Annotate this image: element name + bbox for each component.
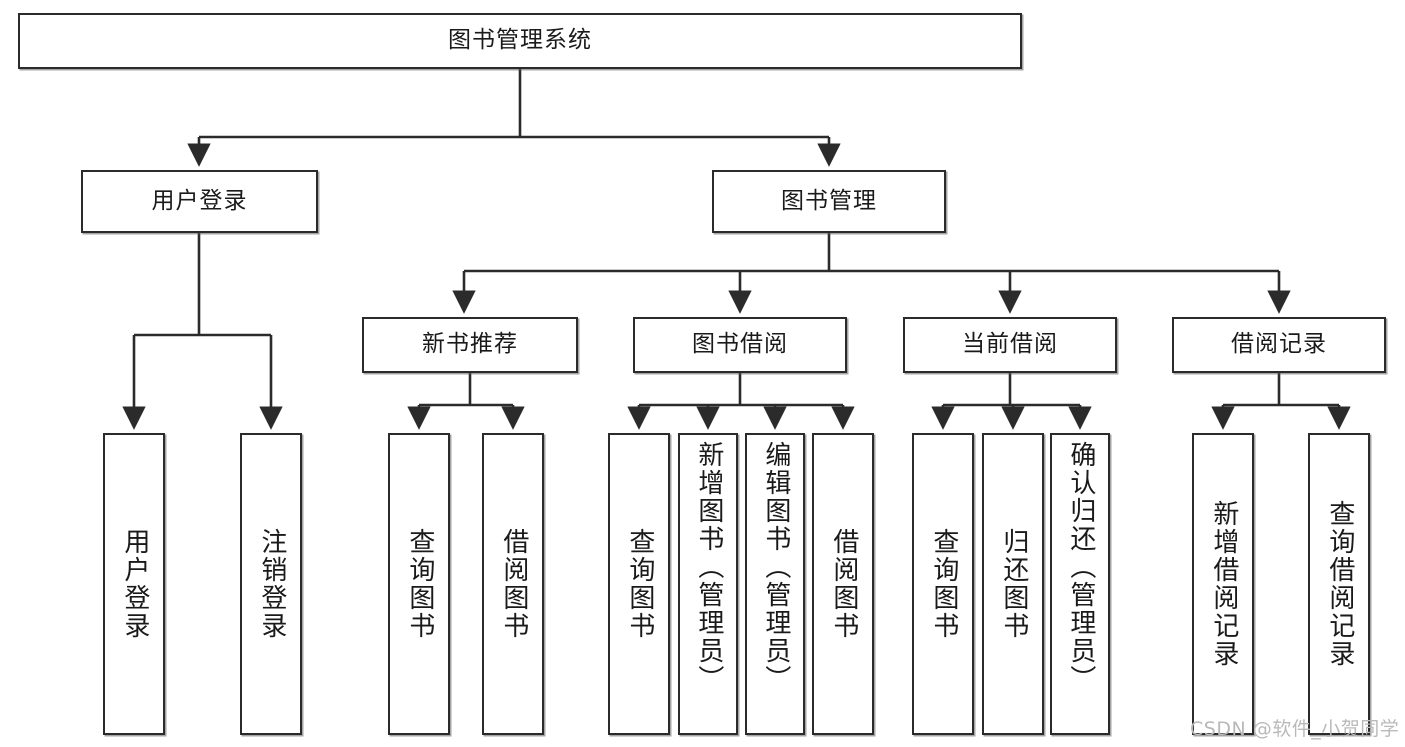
node-leaf-query-book-3-label: 查询图书 (928, 528, 959, 640)
node-current-borrow[interactable]: 当前借阅 (903, 317, 1117, 373)
node-leaf-borrow-book-2-label: 借阅图书 (828, 528, 859, 640)
node-leaf-return-book-label: 归还图书 (998, 528, 1029, 640)
node-leaf-confirm-return[interactable]: 确认归还（管理员） (1050, 433, 1110, 735)
csdn-watermark: CSDN @软件_小贺同学 (1190, 718, 1400, 740)
node-book-manage[interactable]: 图书管理 (712, 170, 946, 233)
node-book-borrow[interactable]: 图书借阅 (633, 317, 847, 373)
node-borrow-record[interactable]: 借阅记录 (1172, 317, 1386, 373)
node-leaf-edit-book-label: 编辑图书（管理员） (760, 441, 791, 693)
node-leaf-add-book-label: 新增图书（管理员） (693, 441, 724, 693)
node-leaf-borrow-book-1-label: 借阅图书 (498, 528, 529, 640)
node-leaf-confirm-return-label: 确认归还（管理员） (1065, 441, 1096, 693)
node-leaf-query-book-1[interactable]: 查询图书 (388, 433, 450, 735)
node-book-borrow-label: 图书借阅 (692, 331, 788, 358)
node-user-login[interactable]: 用户登录 (81, 170, 318, 233)
node-leaf-query-book-2-label: 查询图书 (624, 528, 655, 640)
node-book-manage-label: 图书管理 (781, 187, 877, 214)
node-leaf-query-record[interactable]: 查询借阅记录 (1308, 433, 1370, 735)
node-root-label: 图书管理系统 (448, 27, 592, 54)
node-current-borrow-label: 当前借阅 (962, 331, 1058, 358)
node-leaf-borrow-book-2[interactable]: 借阅图书 (812, 433, 874, 735)
node-leaf-add-record-label: 新增借阅记录 (1208, 500, 1239, 668)
node-leaf-query-book-3[interactable]: 查询图书 (912, 433, 974, 735)
node-leaf-query-book-1-label: 查询图书 (404, 528, 435, 640)
node-borrow-record-label: 借阅记录 (1231, 331, 1327, 358)
node-leaf-query-record-label: 查询借阅记录 (1324, 500, 1355, 668)
node-leaf-edit-book[interactable]: 编辑图书（管理员） (745, 433, 805, 735)
node-leaf-add-book[interactable]: 新增图书（管理员） (678, 433, 738, 735)
node-new-book-recommend[interactable]: 新书推荐 (362, 317, 578, 373)
node-leaf-borrow-book-1[interactable]: 借阅图书 (482, 433, 544, 735)
node-leaf-user-logout-label: 注销登录 (256, 528, 287, 640)
node-root[interactable]: 图书管理系统 (18, 13, 1022, 69)
node-user-login-label: 用户登录 (151, 187, 248, 214)
node-leaf-add-record[interactable]: 新增借阅记录 (1192, 433, 1254, 735)
node-new-book-recommend-label: 新书推荐 (422, 331, 518, 358)
node-leaf-user-login-label: 用户登录 (119, 528, 150, 640)
node-leaf-return-book[interactable]: 归还图书 (982, 433, 1044, 735)
node-leaf-user-logout[interactable]: 注销登录 (240, 433, 302, 735)
node-leaf-user-login[interactable]: 用户登录 (103, 433, 165, 735)
node-leaf-query-book-2[interactable]: 查询图书 (608, 433, 670, 735)
